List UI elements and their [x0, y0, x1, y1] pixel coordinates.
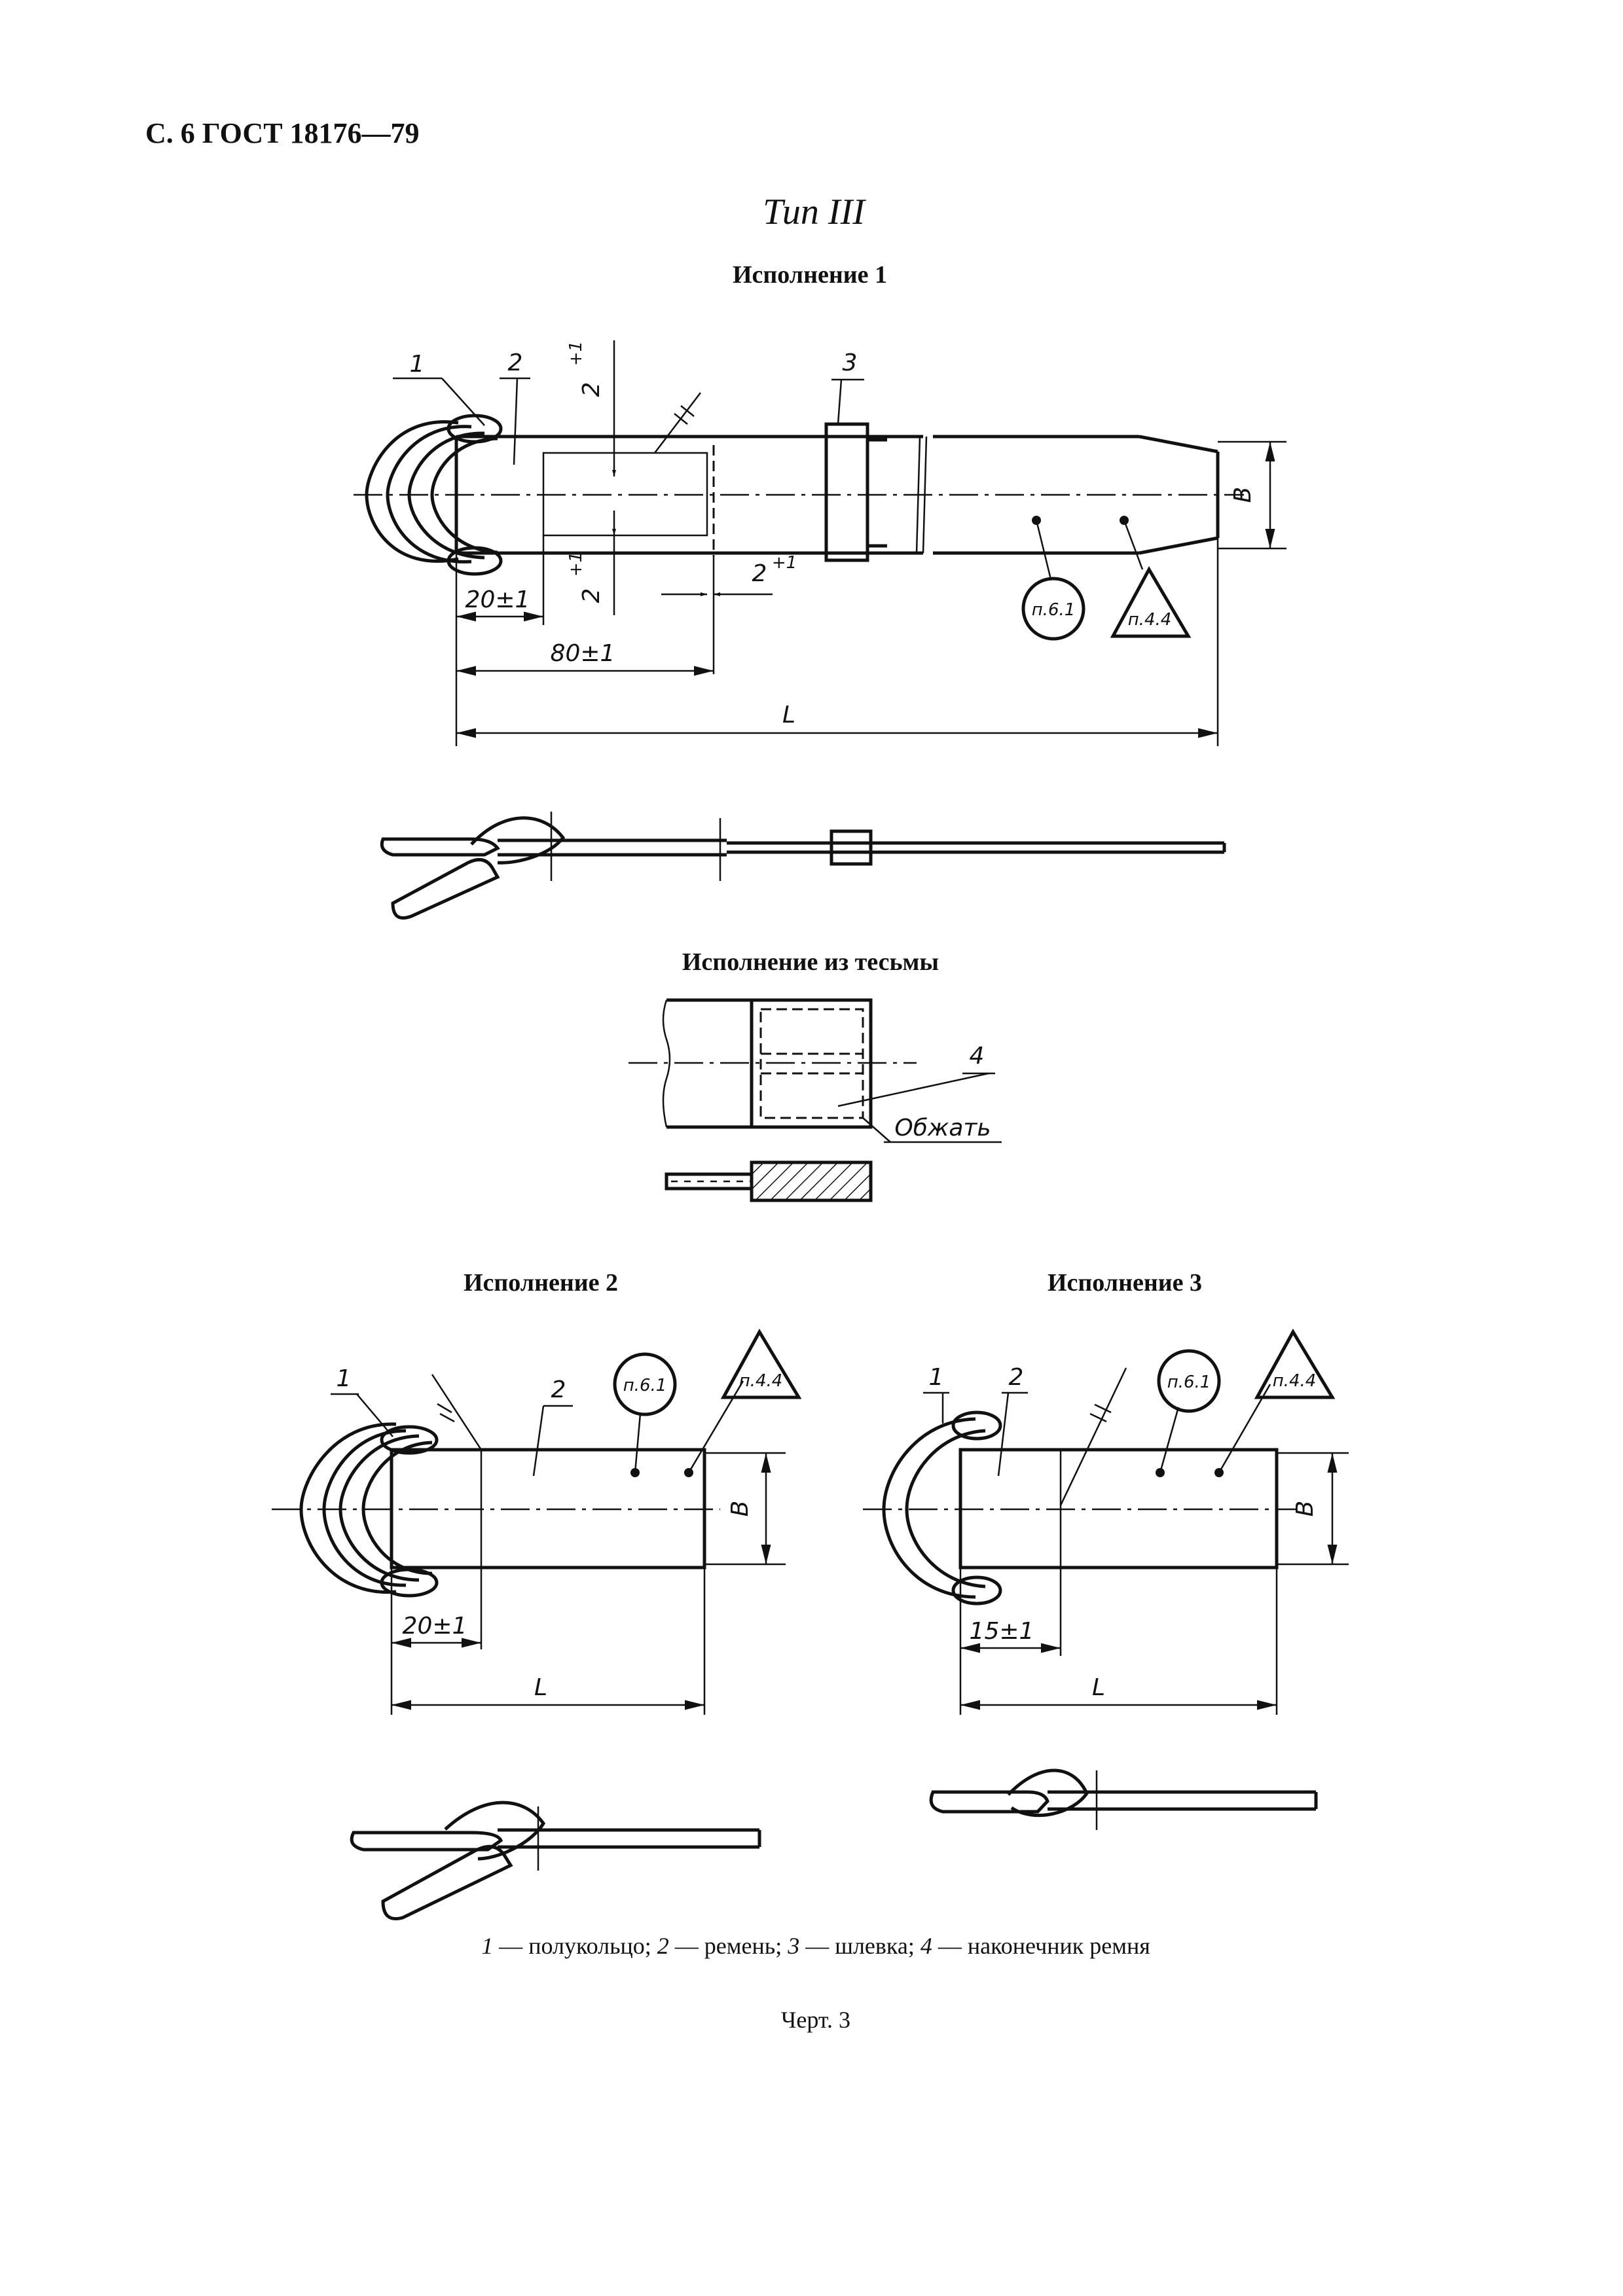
svg-text:2: 2	[508, 350, 523, 376]
svg-text:4: 4	[970, 1043, 985, 1069]
side-view-ispolnenie-3	[929, 1768, 1318, 1830]
svg-text:п.4.4: п.4.4	[1128, 610, 1172, 630]
svg-text:20±1: 20±1	[465, 586, 530, 613]
view-ispolnenie-2: 1 2 п.6.1 п.4.4 20±1 L B	[272, 1328, 802, 1715]
callout-p6-1-v2	[613, 1352, 677, 1416]
svg-text:B: B	[1230, 487, 1256, 503]
side-view-ispolnenie-1	[380, 812, 1226, 920]
side-view-ispolnenie-2	[350, 1801, 761, 1920]
svg-text:15±1: 15±1	[970, 1618, 1034, 1645]
loop-3	[824, 422, 869, 562]
svg-text:+1: +1	[566, 341, 586, 366]
svg-text:п.6.1: п.6.1	[623, 1376, 667, 1395]
svg-text:2: 2	[551, 1376, 566, 1403]
svg-text:B: B	[1292, 1501, 1319, 1517]
svg-text:1: 1	[410, 351, 425, 378]
section-title-tesma: Исполнение из тесьмы	[682, 948, 939, 976]
drawing-title: Тип III	[763, 192, 866, 232]
callout-p6-1-v3	[1157, 1349, 1221, 1413]
svg-text:п.6.1: п.6.1	[1167, 1372, 1211, 1392]
svg-text:2: 2	[578, 382, 605, 397]
svg-text:L: L	[1092, 1674, 1105, 1701]
svg-text:2: 2	[752, 560, 767, 587]
section-title-ispolnenie-2: Исполнение 2	[464, 1269, 618, 1297]
svg-text:3: 3	[843, 350, 858, 376]
svg-text:20±1: 20±1	[403, 1613, 467, 1640]
section-title-ispolnenie-1: Исполнение 1	[733, 261, 887, 289]
half-ring-3	[882, 1410, 1002, 1605]
view-ispolnenie-1: п.6.1 п.4.4 1 2 3 2 +1 2 +1 2 +1	[354, 340, 1286, 746]
page-header: С. 6 ГОСТ 18176—79	[145, 117, 420, 149]
callout-p4-4-v3	[1254, 1328, 1336, 1399]
svg-text:Обжать: Обжать	[894, 1115, 991, 1141]
svg-text:2: 2	[578, 588, 605, 603]
svg-text:+1: +1	[772, 553, 797, 573]
svg-text:п.4.4: п.4.4	[1273, 1371, 1317, 1391]
callout-p4-4-v2	[720, 1328, 802, 1399]
svg-text:п.4.4: п.4.4	[739, 1371, 783, 1391]
view-ispolnenie-3: 1 2 п.6.1 п.4.4 15±1 L B	[863, 1328, 1349, 1715]
view-tesma: 4 Обжать	[629, 998, 1002, 1202]
figure-caption: Черт. 3	[781, 2007, 850, 2033]
svg-text:B: B	[727, 1501, 754, 1517]
svg-text:2: 2	[1009, 1364, 1024, 1391]
svg-text:L: L	[782, 702, 795, 728]
svg-text:+1: +1	[566, 552, 586, 577]
callout-p6-1	[1021, 577, 1085, 641]
svg-text:1: 1	[929, 1364, 944, 1391]
svg-text:1: 1	[337, 1365, 352, 1392]
svg-text:п.6.1: п.6.1	[1032, 600, 1076, 620]
section-title-ispolnenie-3: Исполнение 3	[1048, 1269, 1202, 1297]
svg-text:80±1: 80±1	[551, 640, 615, 667]
svg-text:L: L	[534, 1674, 547, 1701]
callout-p4-4	[1110, 565, 1192, 638]
legend: 1 — полукольцо; 2 — ремень; 3 — шлевка; …	[481, 1933, 1150, 1959]
